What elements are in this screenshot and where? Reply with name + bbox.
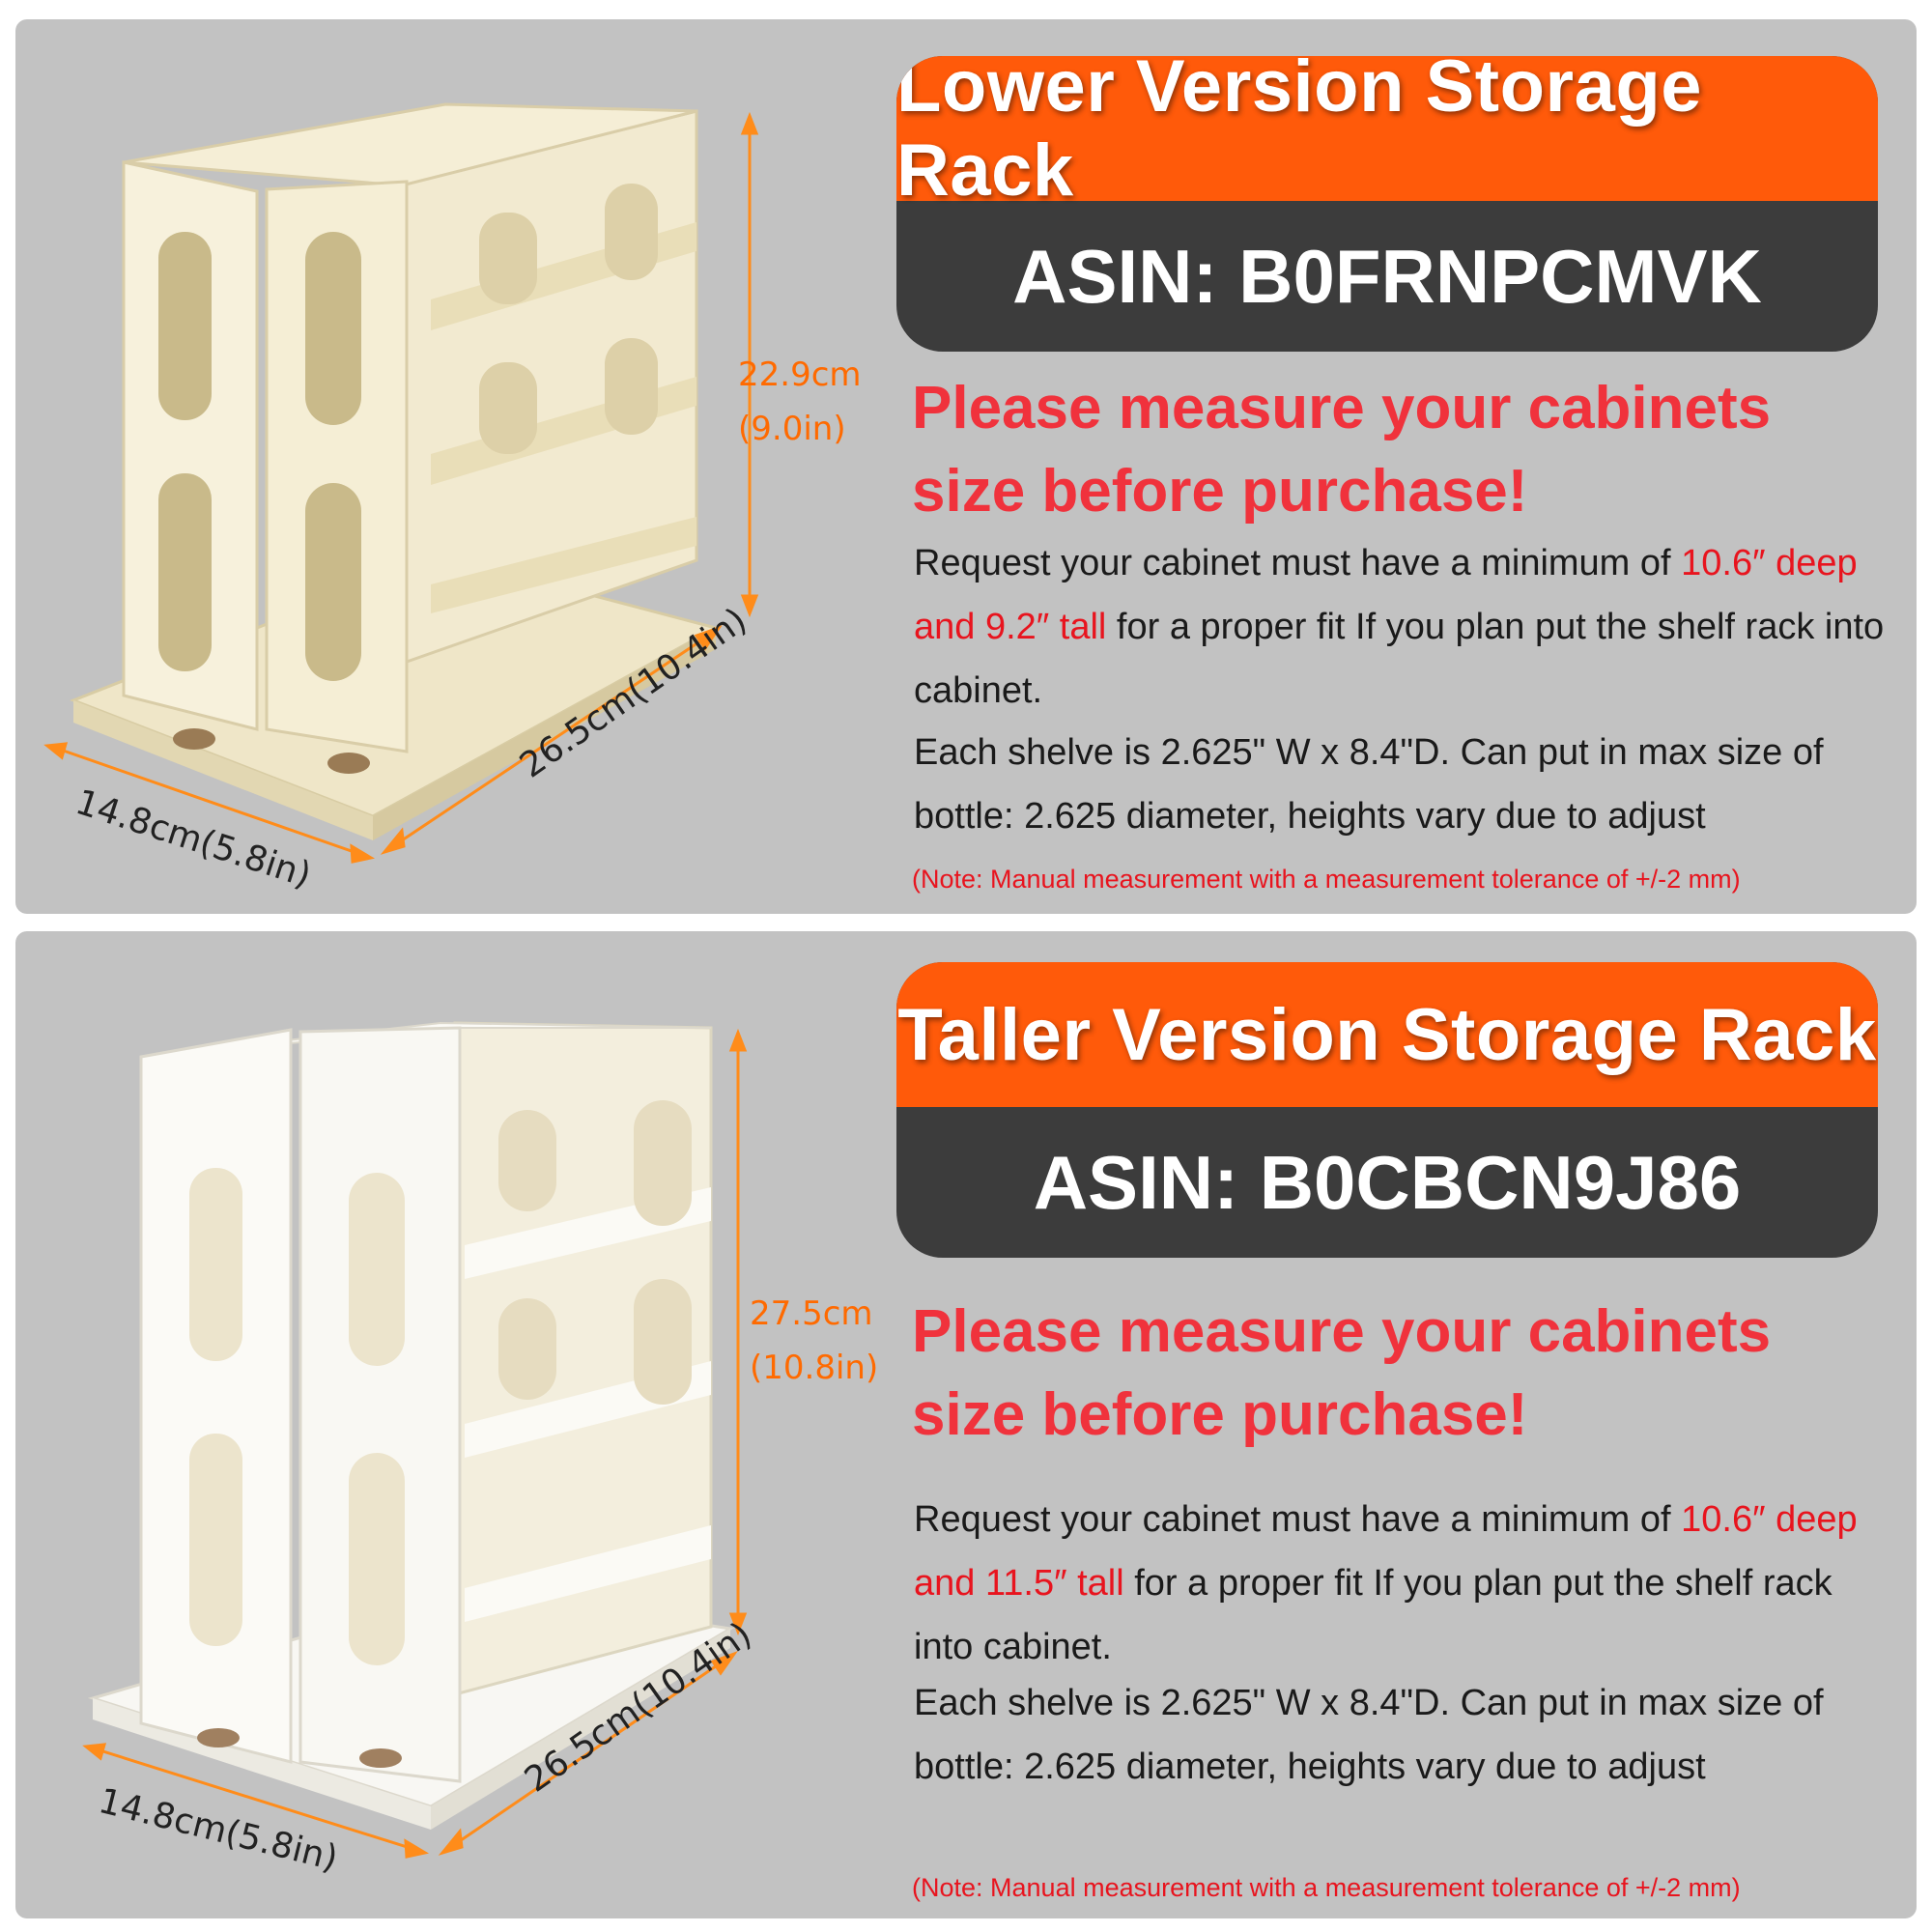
lower-height-in: (9.0in) bbox=[738, 410, 846, 448]
taller-height-in: (10.8in) bbox=[750, 1349, 879, 1387]
lower-warning-line1: Please measure your cabinets bbox=[912, 375, 1772, 441]
lower-shelf-text: Each shelve is 2.625" W x 8.4"D. Can put… bbox=[914, 732, 1824, 837]
lower-warning: Please measure your cabinets size before… bbox=[912, 367, 1888, 533]
lower-note: (Note: Manual measurement with a measure… bbox=[912, 865, 1741, 894]
taller-rack-image bbox=[82, 1021, 748, 1859]
taller-warning: Please measure your cabinets size before… bbox=[912, 1291, 1888, 1457]
lower-height-cm: 22.9cm bbox=[738, 355, 862, 394]
taller-header: Taller Version Storage Rack ASIN: B0CBCN… bbox=[896, 962, 1878, 1258]
lower-asin: ASIN: B0FRNPCMVK bbox=[1012, 233, 1762, 319]
taller-version-panel: 27.5cm (10.8in) 26.5cm(10.4in) 14.8cm(5.… bbox=[15, 931, 1917, 1918]
lower-requirement-text: Request your cabinet must have a minimum… bbox=[914, 543, 1885, 711]
taller-requirement-text: Request your cabinet must have a minimum… bbox=[914, 1499, 1858, 1667]
lower-version-panel: 22.9cm (9.0in) 26.5cm(10.4in) 14.8cm(5.8… bbox=[15, 19, 1917, 914]
lower-warning-line2: size before purchase! bbox=[912, 458, 1528, 525]
taller-shelf-text: Each shelve is 2.625" W x 8.4"D. Can put… bbox=[914, 1683, 1824, 1787]
taller-warning-line1: Please measure your cabinets bbox=[912, 1298, 1772, 1365]
lower-header: Lower Version Storage Rack ASIN: B0FRNPC… bbox=[896, 56, 1878, 352]
lower-title: Lower Version Storage Rack bbox=[896, 56, 1878, 212]
taller-warning-line2: size before purchase! bbox=[912, 1381, 1528, 1448]
taller-note: (Note: Manual measurement with a measure… bbox=[912, 1873, 1741, 1902]
taller-asin: ASIN: B0CBCN9J86 bbox=[1033, 1139, 1742, 1225]
taller-title: Taller Version Storage Rack bbox=[896, 962, 1878, 1107]
lower-rack-image bbox=[43, 102, 759, 864]
taller-height-cm: 27.5cm bbox=[750, 1294, 873, 1333]
